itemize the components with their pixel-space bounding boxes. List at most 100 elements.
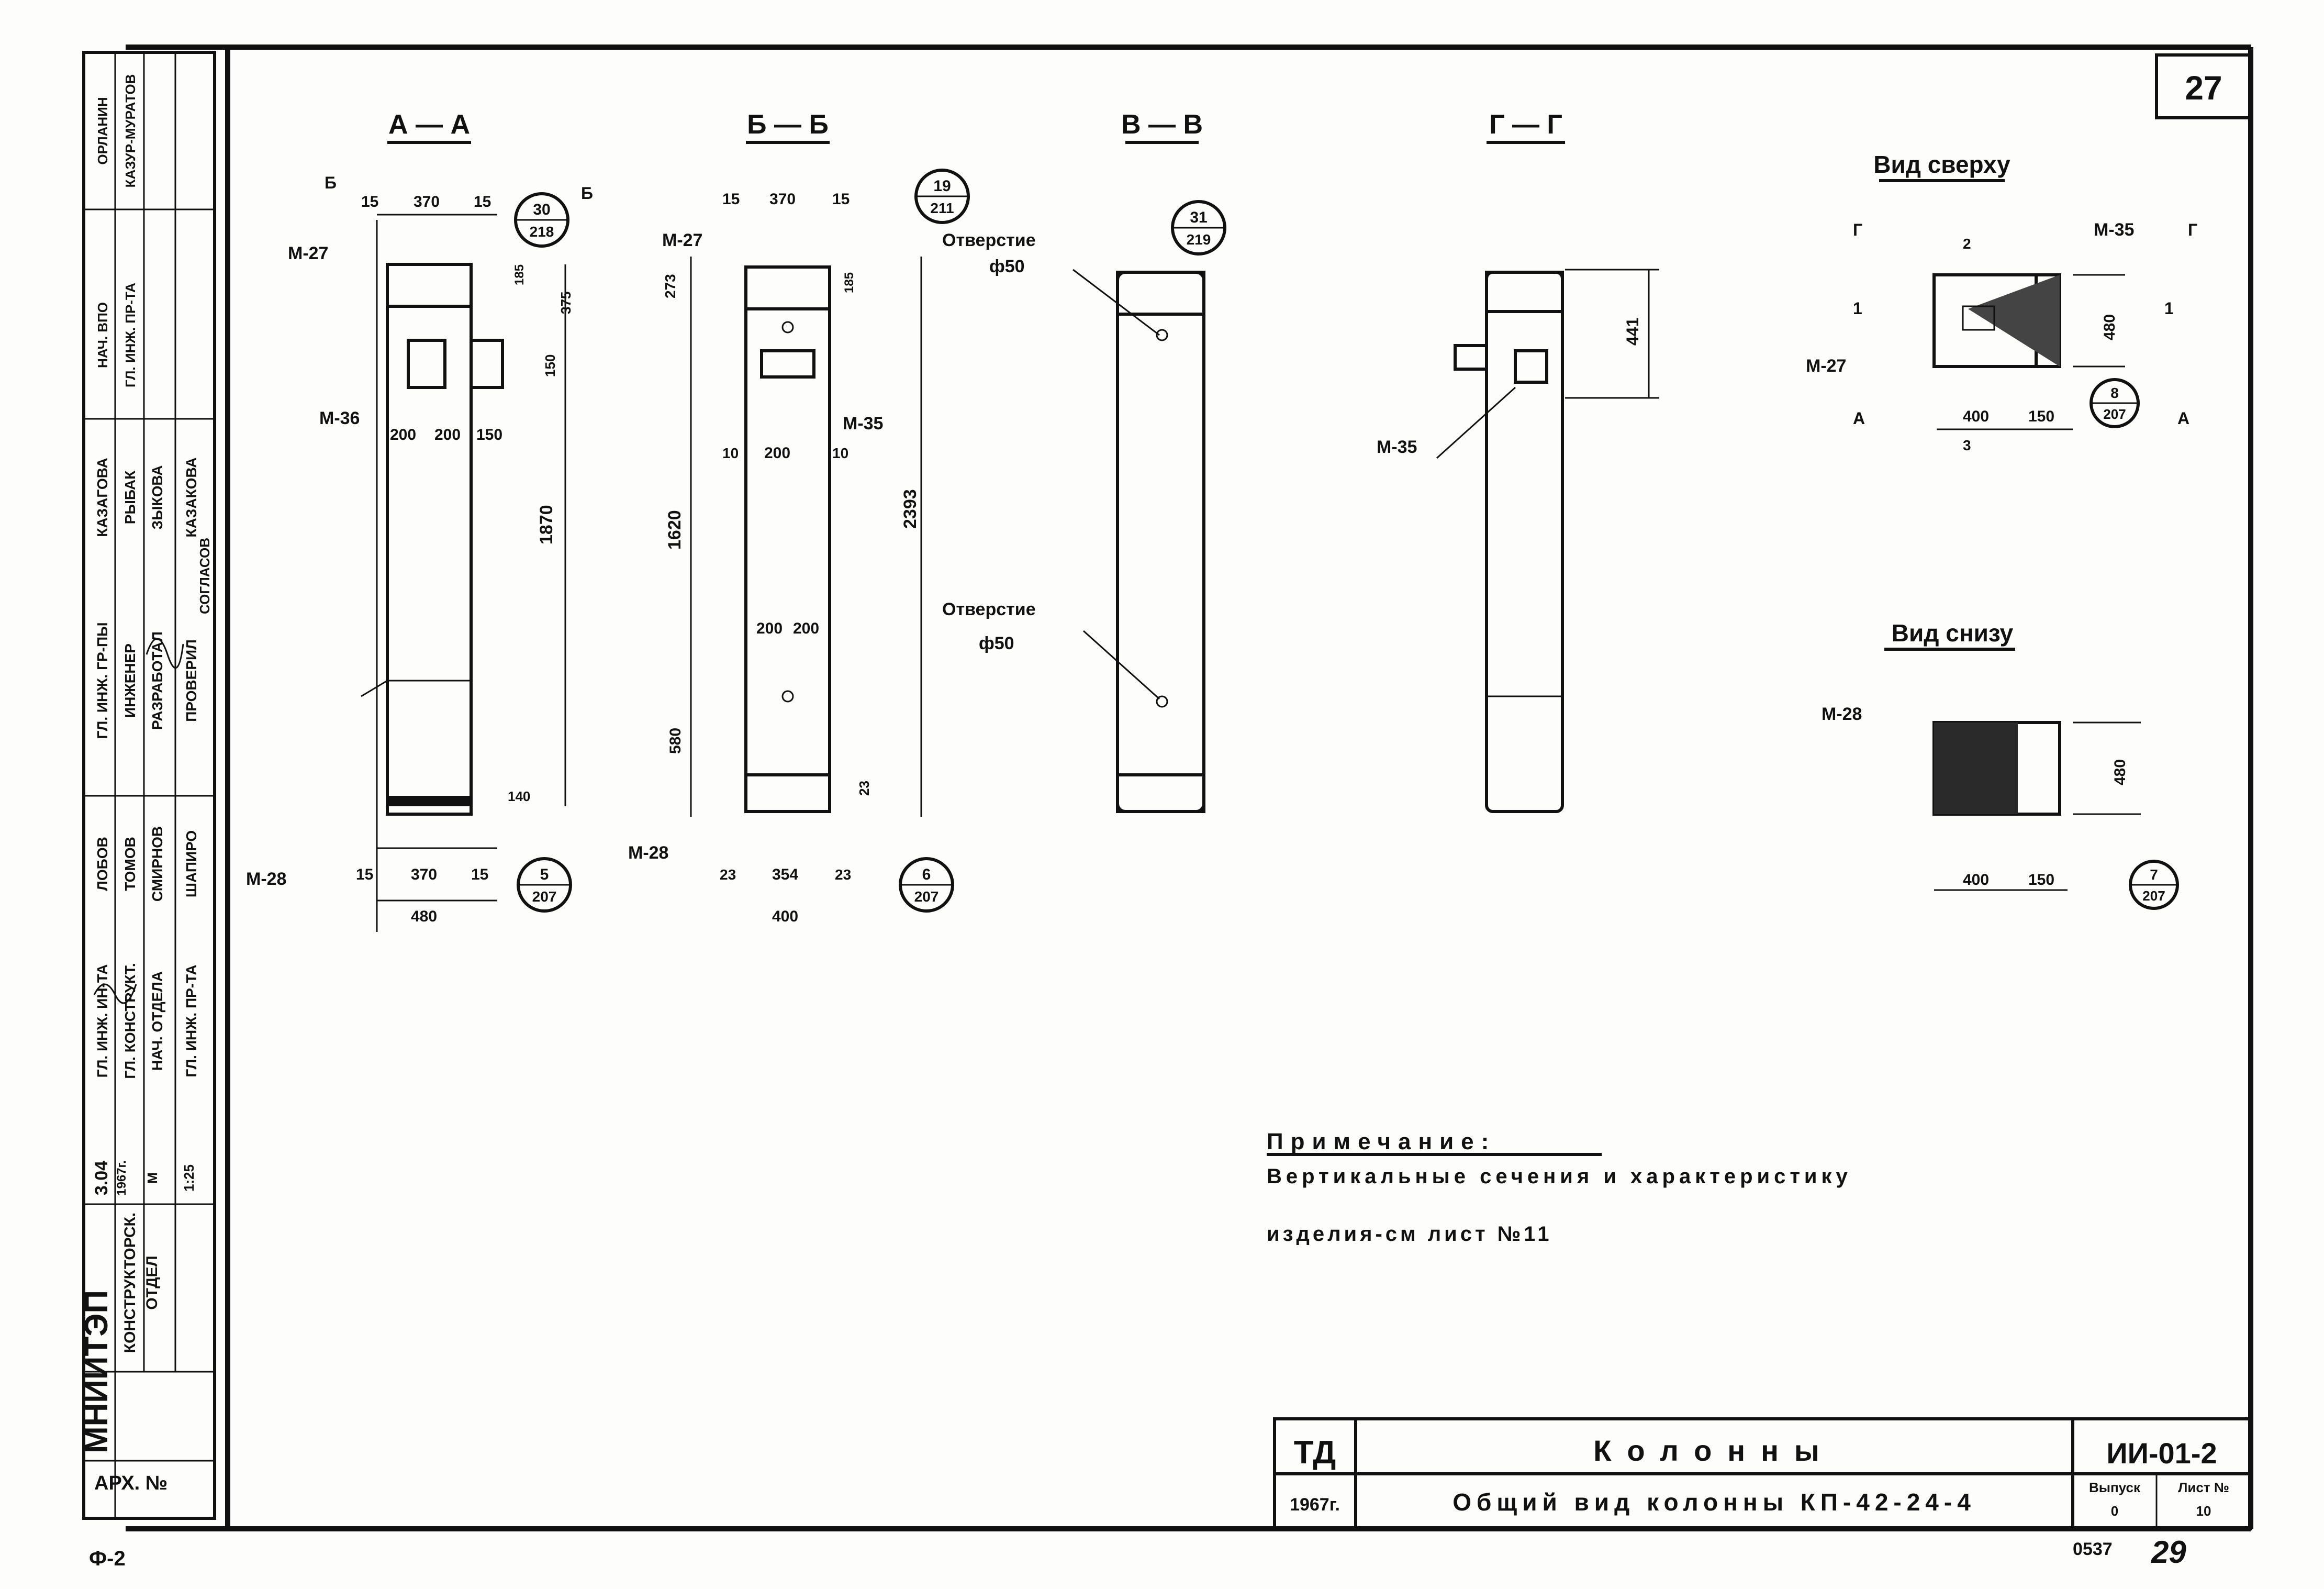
tb-org: ТД <box>1294 1435 1336 1471</box>
bb-dim-12: 580 <box>667 728 684 754</box>
vv-hole-mid-diam: ф50 <box>979 634 1014 653</box>
note-title: Примечание: <box>1267 1129 1496 1154</box>
bb-dim-11: 200 <box>793 620 819 637</box>
stamp-institute: МНИИТЭП <box>79 1290 115 1453</box>
note: Примечание: Вертикальные сечения и харак… <box>1267 1129 1852 1246</box>
top-dim-480: 480 <box>2101 314 2118 340</box>
stamp-agreed: СОГЛАСОВ <box>197 538 213 614</box>
stamp-row-6-name: РЫБАК <box>122 470 138 524</box>
stamp-row-6-role: ИНЖЕНЕР <box>122 643 138 718</box>
svg-text:6: 6 <box>922 866 931 883</box>
bottom-view-title: Вид снизу <box>1892 619 2014 647</box>
sheet-code: 0537 <box>2073 1539 2113 1559</box>
aa-dim-8: 200 <box>434 426 461 443</box>
aa-dim-4: 185 <box>512 264 527 285</box>
aa-mark-m36: М-36 <box>319 408 360 428</box>
sheet-format: Ф-2 <box>89 1547 126 1570</box>
aa-mark-m28: М-28 <box>246 869 286 889</box>
stamp-arch-no: АРХ. № <box>94 1472 167 1494</box>
bb-dim-6: 10 <box>722 445 739 461</box>
bb-dim-14: 23 <box>856 781 872 796</box>
aa-dim-9: 150 <box>476 426 502 443</box>
svg-text:207: 207 <box>532 888 557 905</box>
svg-text:207: 207 <box>914 888 939 905</box>
vv-hole-top-diam: ф50 <box>989 257 1025 276</box>
bb-dim-2: 370 <box>769 191 796 208</box>
top-cut-7: 2 <box>1963 236 1971 252</box>
stamp-row-8-name: КАЗАКОВА <box>183 458 199 538</box>
top-mark-m35: М-35 <box>2094 220 2134 240</box>
svg-text:7: 7 <box>2150 866 2158 883</box>
svg-text:5: 5 <box>540 866 549 883</box>
tb-series: ИИ-01-2 <box>2106 1437 2217 1470</box>
svg-text:27: 27 <box>2185 69 2222 107</box>
section-aa-top-hatch <box>386 263 473 308</box>
aa-dim-7: 200 <box>390 426 416 443</box>
bb-dim-17: 23 <box>835 866 851 883</box>
tb-year: 1967г. <box>1290 1495 1340 1515</box>
cut-aa-right: Б <box>581 184 593 203</box>
top-view-title: Вид сверху <box>1873 151 2010 178</box>
section-vv-title: В — В <box>1121 109 1203 140</box>
aa-dim-15: 480 <box>411 908 437 925</box>
aa-dim-13: 370 <box>411 866 437 883</box>
stamp-row-2-name: ТОМОВ <box>122 837 138 891</box>
vv-hole-mid-label: Отверстие <box>942 599 1036 619</box>
svg-text:218: 218 <box>530 224 554 240</box>
bottom-dim-400: 400 <box>1963 871 1989 888</box>
top-cut-3: 1 <box>1853 299 1862 318</box>
signature-2 <box>146 638 184 669</box>
top-mark-m27: М-27 <box>1806 356 1846 376</box>
stamp-row-7-name: ЗЫКОВА <box>149 465 165 530</box>
bb-dim-10: 200 <box>756 620 783 637</box>
vv-hole-top-label: Отверстие <box>942 230 1036 250</box>
top-cut-6: А <box>2177 409 2189 428</box>
section-vv: В — В Отверстие ф50 Отверстие ф50 31 219 <box>942 109 1226 813</box>
stamp-scale: 1:25 <box>181 1164 197 1192</box>
aa-mark-m27: М-27 <box>288 243 328 263</box>
svg-text:8: 8 <box>2110 385 2119 401</box>
note-line-1: Вертикальные сечения и характеристику <box>1267 1165 1852 1188</box>
stamp-row-9-name: ОРЛАНИН <box>95 97 110 164</box>
top-view: Вид сверху 480 400 150 М-27 М-35 Г Г 1 1… <box>1806 151 2197 453</box>
gg-dim-441: 441 <box>1623 318 1642 346</box>
stamp-dept-1: КОНСТРУКТОРСК. <box>121 1213 139 1353</box>
tb-name: Колонны <box>1593 1434 1835 1467</box>
bottom-dim-480: 480 <box>2111 759 2129 785</box>
bb-dim-16: 354 <box>772 866 798 883</box>
stamp-row-3-name: СМИРНОВ <box>149 826 165 902</box>
aa-dim-3: 15 <box>474 193 491 210</box>
sheet-number-top: 27 <box>2155 53 2252 119</box>
svg-text:31: 31 <box>1190 209 1207 226</box>
tb-sheet-label: Лист № <box>2178 1480 2229 1495</box>
tb-issue-label: Выпуск <box>2089 1480 2141 1495</box>
section-gg: Г — Г 441 М-35 <box>1377 109 1659 813</box>
stamp-row-5-name: КАЗАГОВА <box>94 458 110 537</box>
section-bb-title: Б — Б <box>747 109 829 140</box>
bb-dim-8: 10 <box>832 445 848 461</box>
left-stamp: МНИИТЭП АРХ. № КОНСТРУКТОРСК. ОТДЕЛ 3.04… <box>79 51 216 1570</box>
aa-dim-5: 375 <box>558 292 574 314</box>
aa-dim-12: 15 <box>356 866 373 883</box>
aa-dim-6: 150 <box>542 354 558 377</box>
bb-dim-1: 15 <box>722 191 740 208</box>
aa-dim-11: 140 <box>508 788 530 804</box>
bb-dim-18: 400 <box>772 908 798 925</box>
bottom-dim-150: 150 <box>2028 871 2054 888</box>
top-cut-8: 3 <box>1963 437 1971 453</box>
title-block: ТД 1967г. Колонны Общий вид колонны КП-4… <box>1273 1417 2252 1530</box>
svg-text:19: 19 <box>933 177 951 195</box>
top-cut-1: Г <box>1853 220 1862 239</box>
bottom-mark-m28: М-28 <box>1822 704 1862 724</box>
bb-dim-3: 15 <box>832 191 850 208</box>
stamp-row-5-role: ГЛ. ИНЖ. ГР-ПЫ <box>94 622 110 739</box>
stamp-row-1-name: ЛОБОВ <box>94 837 110 891</box>
bb-dim-5: 185 <box>842 272 856 293</box>
svg-text:30: 30 <box>533 201 550 218</box>
stamp-row-4-role: ГЛ. ИНЖ. ПР-ТА <box>183 964 199 1077</box>
stamp-row-9-role: НАЧ. ВПО <box>95 302 110 368</box>
svg-text:219: 219 <box>1187 231 1211 248</box>
sheet-number-bottom: 0537 29 <box>2073 1535 2186 1570</box>
